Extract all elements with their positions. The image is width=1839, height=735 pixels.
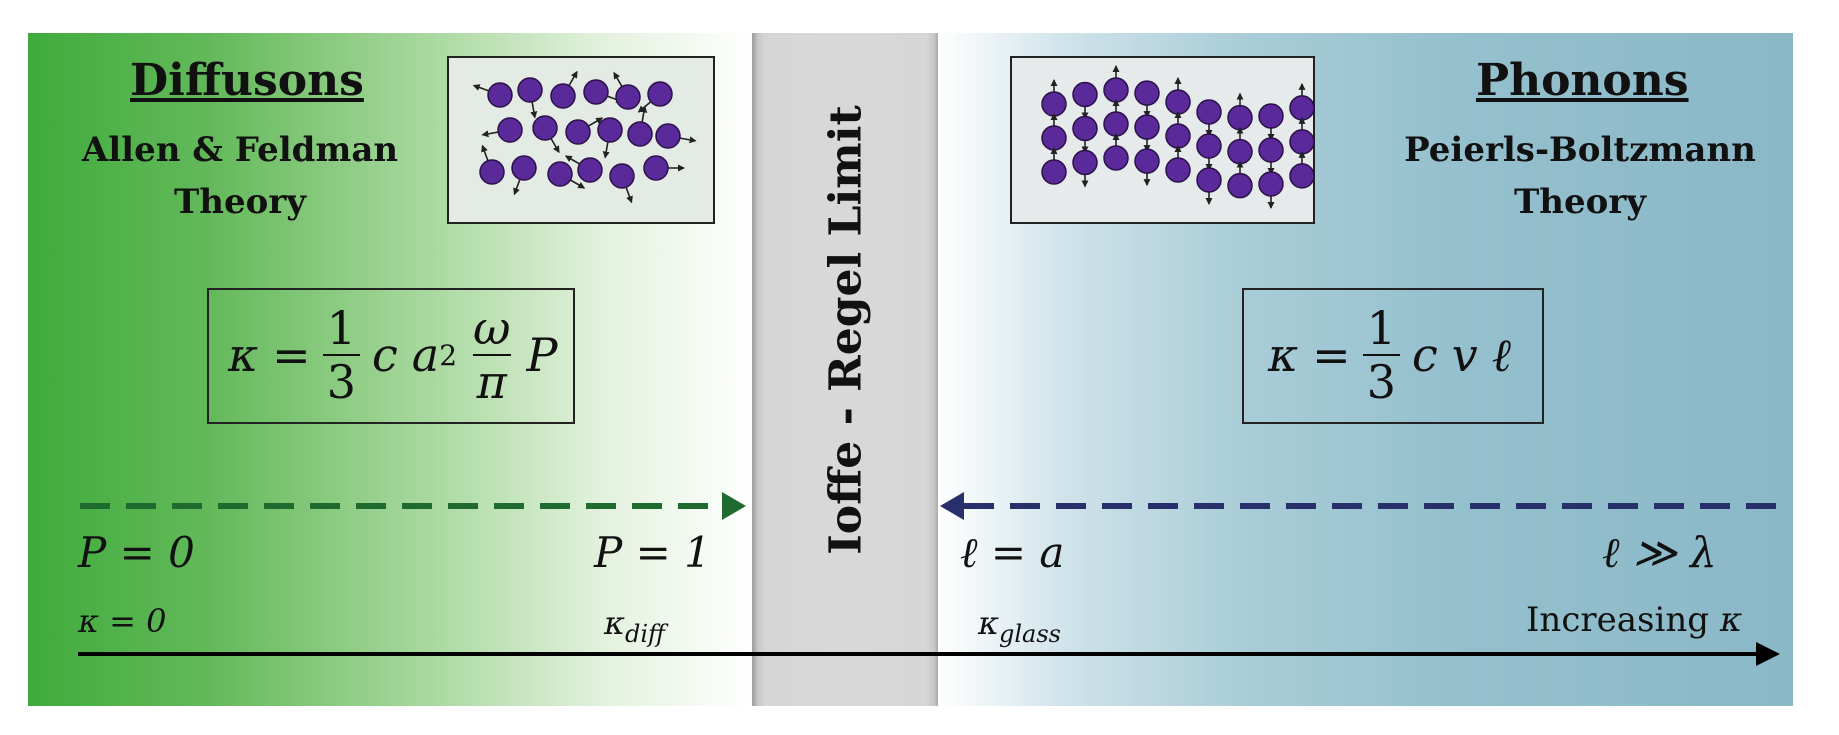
phonon-atom [1103, 145, 1129, 171]
p-equals-zero-label: P = 0 [78, 528, 195, 577]
phonon-atoms [1041, 65, 1315, 210]
diffuson-atom [577, 157, 603, 183]
p-symbol: P [526, 328, 558, 382]
diffuson-atom [547, 161, 573, 187]
l-equals-a-label: ℓ = a [960, 528, 1065, 577]
phonon-atom [1041, 159, 1067, 185]
peierls-boltzmann-subtitle: Peierls-Boltzmann Theory [1395, 124, 1765, 228]
allen-feldman-subtitle: Allen & Feldman Theory [80, 124, 400, 228]
diffuson-atom [609, 163, 635, 189]
diffuson-atom [511, 155, 537, 181]
phonon-atom [1227, 104, 1253, 131]
ioffe-regel-band [752, 33, 940, 706]
diffuson-arrowhead [722, 492, 746, 520]
phonon-atom [1134, 114, 1160, 140]
fraction-denominator: 3 [322, 354, 360, 408]
kappa-symbol: κ [228, 328, 259, 382]
increasing-kappa-label: Increasing κ [1526, 600, 1742, 640]
phonon-atom [1196, 99, 1222, 125]
phonon-atom [1196, 167, 1222, 193]
diffuson-atom [550, 83, 576, 109]
diffuson-atom [655, 123, 681, 149]
phonon-atom [1103, 77, 1129, 103]
equals-sign: = [1312, 328, 1351, 382]
fraction-denominator: 3 [1362, 354, 1400, 408]
diffuson-atom [517, 77, 543, 103]
phonons-title: Phonons [1476, 55, 1689, 106]
phonon-atom [1165, 157, 1191, 183]
increasing-text: Increasing [1526, 600, 1709, 640]
diffuson-atom [565, 119, 591, 145]
phonon-atom [1103, 111, 1129, 137]
subtitle-line-1: Allen & Feldman [81, 130, 399, 170]
p-equals-one-label: P = 1 [594, 528, 711, 577]
phonon-atom [1289, 163, 1315, 189]
kappa-glass-label: κglass [978, 604, 1061, 648]
kappa-axis-arrowhead [1756, 642, 1780, 666]
fraction-numerator: 1 [326, 301, 356, 355]
l-symbol: ℓ [1491, 328, 1511, 382]
phonon-atom [1134, 148, 1160, 174]
kappa-symbol: κ [1719, 600, 1743, 640]
diffusons-title: Diffusons [130, 55, 364, 106]
subtitle-line-2: Theory [174, 182, 306, 222]
phonon-atom [1289, 129, 1315, 155]
diffuson-atom [615, 84, 641, 110]
phonon-atom [1072, 149, 1098, 176]
phonon-atom [1165, 89, 1191, 115]
subtitle-line-2: Theory [1514, 182, 1646, 222]
fraction-numerator: ω [473, 301, 511, 355]
phonon-atom [1196, 133, 1222, 159]
phonon-atom [1041, 91, 1067, 117]
diffuson-atom [532, 115, 558, 141]
kappa-zero-label: κ = 0 [78, 602, 167, 640]
subtitle-line-1: Peierls-Boltzmann [1404, 130, 1756, 170]
phonon-atom [1072, 81, 1098, 108]
diffuson-atoms [472, 70, 697, 204]
kappa-base: κ [978, 604, 999, 642]
phonon-atom [1258, 171, 1284, 197]
a-exponent: 2 [439, 338, 458, 372]
a-symbol: a [411, 328, 440, 382]
kappa-symbol: κ [1268, 328, 1299, 382]
kappa-base: κ [604, 604, 625, 642]
phonon-formula-box [1242, 288, 1544, 424]
diffuson-atom [497, 117, 523, 143]
diffuson-atom [597, 117, 623, 143]
omega-over-pi-fraction: ω π [469, 302, 515, 408]
diffuson-atom [647, 81, 673, 107]
equals-sign: = [272, 328, 311, 382]
phonon-atom [1258, 137, 1284, 163]
diffuson-formula-box [207, 288, 575, 424]
phonon-atom [1289, 95, 1315, 121]
fraction-denominator: π [472, 354, 511, 408]
one-third-fraction: 1 3 [1362, 301, 1400, 408]
kappa-diff-label: κdiff [604, 604, 665, 648]
kappa-subscript: diff [624, 620, 666, 648]
c-symbol: c [1412, 328, 1438, 382]
phonon-atom [1041, 125, 1067, 151]
phonon-atom [1227, 138, 1253, 165]
diffuson-atom [583, 79, 609, 105]
fraction-numerator: 1 [1366, 301, 1396, 355]
phonon-atom [1165, 123, 1191, 149]
diffuson-atom [643, 155, 669, 181]
diffuson-atom [479, 159, 505, 185]
phonon-atom [1227, 172, 1253, 199]
diffuson-atom [627, 121, 653, 147]
one-third-fraction: 1 3 [322, 301, 360, 408]
phonon-atom [1072, 115, 1098, 142]
phonon-atom [1258, 103, 1284, 129]
kappa-subscript: glass [998, 620, 1061, 648]
phonon-formula: κ = 1 3 c v ℓ [1268, 300, 1511, 410]
phonon-atom [1134, 80, 1160, 106]
c-symbol: c [372, 328, 398, 382]
phonon-arrowhead [940, 492, 964, 520]
diffuson-atom [487, 82, 513, 108]
l-much-greater-lambda-label: ℓ ≫ λ [1602, 528, 1717, 577]
v-symbol: v [1451, 328, 1478, 382]
